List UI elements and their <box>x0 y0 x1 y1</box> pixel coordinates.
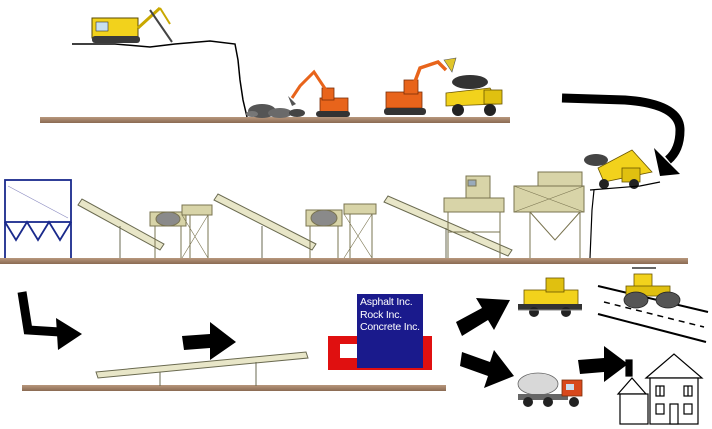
company-name-rock: Rock Inc. <box>360 308 402 321</box>
plant-ground <box>0 258 688 264</box>
drill-rig-icon <box>91 6 173 43</box>
haul-truck-icon <box>584 149 653 189</box>
distribution-ground <box>22 385 446 391</box>
flow-arrow-head <box>56 318 82 350</box>
flow-arrow-quarry-to-plant <box>561 93 685 164</box>
road-icon <box>597 285 709 343</box>
quarry-stage <box>40 6 510 123</box>
cement-mixer-icon <box>517 372 583 407</box>
screening-plant-icon <box>443 171 585 258</box>
flow-arrow-to-asphalt <box>456 298 510 336</box>
plant-stage <box>0 149 688 264</box>
flow-arrow-plant-to-conveyor <box>17 291 61 337</box>
road-roller-icon <box>623 267 681 309</box>
quarry-cliff-outline <box>72 40 248 118</box>
house-icon <box>616 353 704 425</box>
crusher-icon <box>305 203 377 259</box>
company-sign: Asphalt Inc. Rock Inc. Concrete Inc. <box>357 294 423 368</box>
excavator-icon <box>288 69 350 117</box>
company-name-concrete: Concrete Inc. <box>360 321 420 333</box>
conveyor-icon <box>95 351 309 386</box>
dump-wall <box>589 189 595 259</box>
asphalt-paver-icon <box>518 277 582 317</box>
quarry-ground <box>40 117 510 123</box>
hopper-icon <box>4 179 72 258</box>
dump-ledge <box>589 181 661 191</box>
rock-pile-icon <box>246 104 305 118</box>
flow-arrow-to-house <box>578 346 628 382</box>
flow-arrow-head <box>654 148 680 176</box>
flow-arrow-along-conveyor <box>182 322 236 360</box>
excavator-icon <box>384 57 457 115</box>
company-name-asphalt: Asphalt Inc. <box>360 296 413 308</box>
haul-truck-icon <box>445 75 503 116</box>
flow-arrow-to-concrete <box>460 350 514 388</box>
crusher-icon <box>149 204 213 259</box>
